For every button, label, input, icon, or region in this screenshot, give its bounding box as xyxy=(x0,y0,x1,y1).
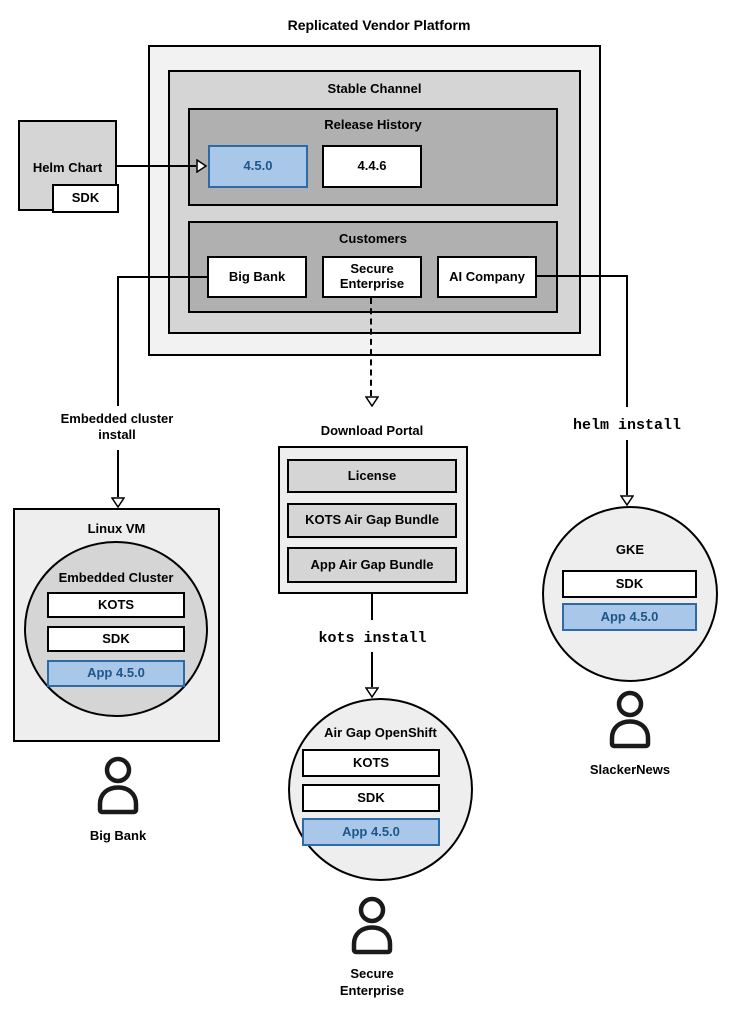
aicompany-path-horizontal-line xyxy=(537,275,628,277)
customer-ai-company-node: AI Company xyxy=(437,256,537,298)
arrowhead-down-icon xyxy=(111,497,125,508)
stable-channel-title: Stable Channel xyxy=(327,81,422,96)
customers-title: Customers xyxy=(339,231,407,246)
aicompany-path-vertical-line2 xyxy=(626,440,628,495)
linuxvm-kots-node: KOTS xyxy=(47,592,185,618)
embedded-cluster-install-label: Embedded cluster install xyxy=(60,411,174,443)
download-portal-title: Download Portal xyxy=(320,423,424,438)
airgap-sdk-node: SDK xyxy=(302,784,440,812)
bigbank-path-vertical-line xyxy=(117,276,119,406)
customer-big-bank-node: Big Bank xyxy=(207,256,307,298)
arrowhead-down-icon xyxy=(365,396,379,407)
secure-enterprise-dashed-line xyxy=(370,298,372,396)
aicompany-path-vertical-line xyxy=(626,275,628,407)
linux-vm-title: Linux VM xyxy=(87,521,146,536)
airgap-kots-node: KOTS xyxy=(302,749,440,777)
release-history-title: Release History xyxy=(324,117,422,132)
license-node: License xyxy=(287,459,457,493)
gke-app-node: App 4.5.0 xyxy=(562,603,697,631)
helm-to-release-line xyxy=(117,165,196,167)
gke-sdk-node: SDK xyxy=(562,570,697,598)
arrowhead-down-icon xyxy=(365,687,379,698)
app-airgap-bundle-node: App Air Gap Bundle xyxy=(287,547,457,583)
secure-enterprise-user-label: Secure Enterprise xyxy=(339,966,405,998)
airgap-app-node: App 4.5.0 xyxy=(302,818,440,846)
helm-chart-node: Helm Chart SDK xyxy=(18,120,119,213)
big-bank-user-label: Big Bank xyxy=(89,828,147,843)
diagram-title: Replicated Vendor Platform xyxy=(287,17,471,33)
person-icon xyxy=(351,896,393,955)
gke-title: GKE xyxy=(615,542,645,557)
customer-secure-enterprise-node: Secure Enterprise xyxy=(322,256,422,298)
person-icon xyxy=(97,756,139,815)
portal-path-line xyxy=(371,594,373,620)
release-450-node: 4.5.0 xyxy=(208,145,308,188)
helm-install-label: helm install xyxy=(572,417,682,434)
bigbank-path-vertical-line2 xyxy=(117,450,119,497)
arrowhead-down-icon xyxy=(620,495,634,506)
kots-airgap-bundle-node: KOTS Air Gap Bundle xyxy=(287,503,457,538)
slackernews-user-label: SlackerNews xyxy=(589,762,671,777)
airgap-openshift-title: Air Gap OpenShift xyxy=(324,725,437,740)
linuxvm-sdk-node: SDK xyxy=(47,626,185,652)
embedded-cluster-title: Embedded Cluster xyxy=(58,570,174,585)
linuxvm-app-node: App 4.5.0 xyxy=(47,660,185,687)
arrowhead-right-icon xyxy=(196,159,208,173)
person-icon xyxy=(609,690,651,749)
helm-chart-label: Helm Chart xyxy=(32,160,103,175)
kots-install-label: kots install xyxy=(318,630,427,647)
helm-chart-sdk-node: SDK xyxy=(52,184,119,213)
bigbank-path-horizontal-line xyxy=(118,276,208,278)
portal-path-line2 xyxy=(371,652,373,687)
release-446-node: 4.4.6 xyxy=(322,145,422,188)
